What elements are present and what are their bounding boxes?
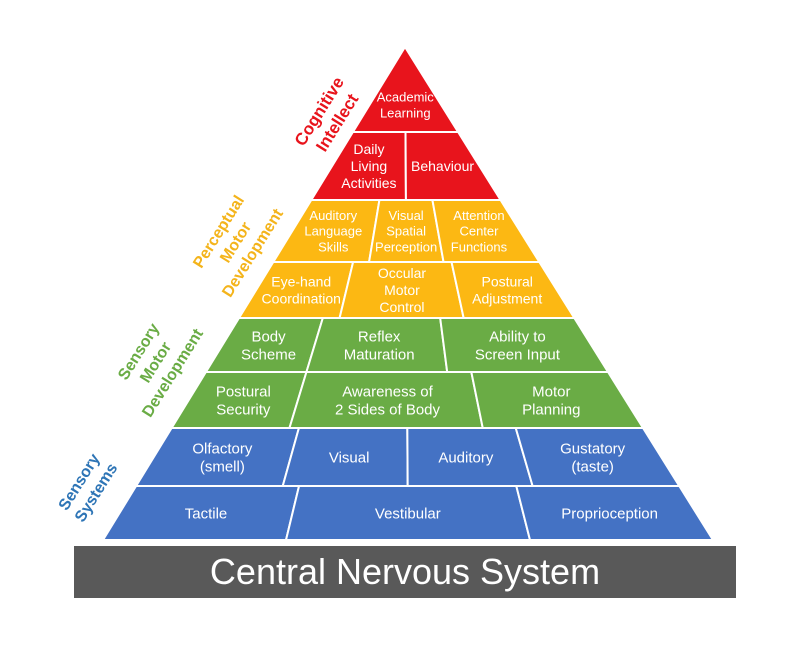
pyramid-cell-label-line: (smell) (200, 459, 245, 476)
pyramid-cell-label-line: Postural (482, 274, 533, 290)
pyramid-cell-label: Auditory (438, 449, 494, 466)
pyramid-cell-label-line: Activities (341, 175, 396, 191)
pyramid-cell-label-line: Olfactory (192, 440, 253, 457)
pyramid-cell-label-line: Screen Input (475, 347, 561, 364)
level-side-label: SensorySystems (55, 450, 121, 526)
pyramid-cell-label: Behaviour (411, 158, 474, 174)
pyramid-cell-label-line: 2 Sides of Body (335, 402, 441, 419)
pyramid-cell-label-line: Scheme (241, 347, 296, 364)
pyramid-cell-label-line: Vestibular (375, 505, 441, 522)
base-bar: Central Nervous System (74, 546, 736, 598)
pyramid-cell-label-line: Proprioception (561, 505, 658, 522)
pyramid-cell-label: Awareness of 2 Sides of Body (335, 383, 441, 418)
pyramid-cell-label-line: Tactile (185, 505, 228, 522)
pyramid-cell-label-line: Security (216, 402, 271, 419)
pyramid-cell-label-line: Planning (522, 402, 580, 419)
pyramid-cell-label-line: Visual (329, 449, 370, 466)
pyramid-cell-label-line: Attention (453, 208, 504, 223)
pyramid-cell-label-line: Maturation (344, 347, 415, 364)
pyramid-cell-label-line: Ability to (489, 328, 546, 345)
pyramid-cell-label-line: Living (351, 158, 388, 174)
pyramid-cell-label: Olfactory (smell) (192, 440, 253, 475)
pyramid-cell-label-line: Center (459, 224, 499, 239)
pyramid-cell-label-line: (taste) (571, 459, 614, 476)
pyramid-cell-label-line: Spatial (386, 224, 426, 239)
pyramid-cell-label: Tactile (185, 505, 228, 522)
pyramid-cell-label: Gustatory (taste) (560, 440, 626, 475)
pyramid-cell-label-line: Eye-hand (271, 274, 331, 290)
pyramid-cell-label-line: Reflex (358, 328, 401, 345)
pyramid-cell-label-line: Learning (380, 105, 431, 120)
pyramid-cell-label: Ability to Screen Input (475, 328, 561, 363)
pyramid-cell-label-line: Visual (389, 208, 424, 223)
pyramid-cell-label-line: Awareness of (342, 383, 433, 400)
pyramid-cell-label: Proprioception (561, 505, 658, 522)
pyramid-cell-label-line: Gustatory (560, 440, 626, 457)
pyramid-cell-label-line: Daily (353, 141, 384, 157)
pyramid-cell-label-line: Adjustment (472, 291, 542, 307)
pyramid-cell (515, 485, 715, 541)
pyramid-cell-label-line: Motor (384, 282, 420, 298)
pyramid-cell-label-line: Motor (532, 383, 570, 400)
pyramid-cell-label-line: Postural (216, 383, 271, 400)
pyramid-cell-label-line: Functions (451, 240, 508, 255)
pyramid-cell-label-line: Auditory (438, 449, 494, 466)
base-bar-background (74, 546, 736, 598)
pyramid-cell-label-line: Language (304, 224, 362, 239)
pyramid-cell-label: Visual (329, 449, 370, 466)
pyramid-cell-label-line: Occular (378, 265, 427, 281)
pyramid-cell-label-line: Body (251, 328, 286, 345)
pyramid-cell-label-line: Behaviour (411, 158, 474, 174)
pyramid-cell-label: Vestibular (375, 505, 441, 522)
base-bar-label: Central Nervous System (210, 551, 600, 592)
pyramid-cell-label-line: Auditory (309, 208, 357, 223)
pyramid-cell-label-line: Control (379, 299, 424, 315)
pyramid-cell-label-line: Academic (377, 90, 435, 105)
pyramid-cell-label-line: Skills (318, 240, 349, 255)
pyramid-cell-label-line: Coordination (262, 291, 341, 307)
pyramid-cell-label-line: Perception (375, 240, 437, 255)
